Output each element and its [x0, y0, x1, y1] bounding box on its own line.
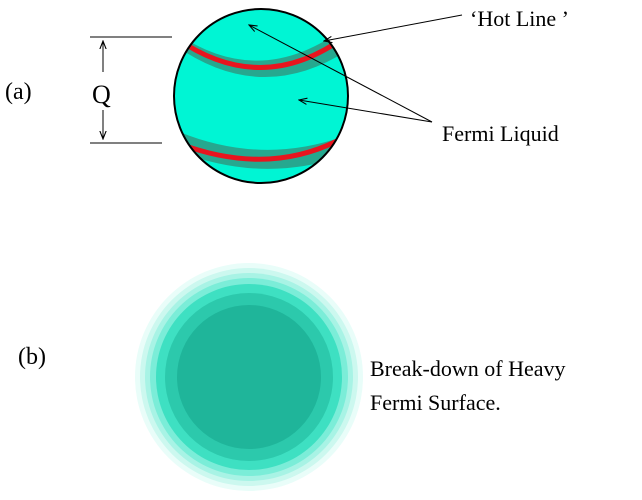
hot-line-upper	[174, 33, 348, 70]
panel-b-label: (b)	[18, 344, 46, 370]
panel-b: (b) Break-down of Heavy Fermi Surface.	[18, 263, 566, 491]
upper-band-shadow	[176, 25, 348, 78]
lower-band-shadow	[174, 127, 348, 169]
fermi-liquid-label: Fermi Liquid	[442, 121, 559, 146]
q-dimension-marker: Q	[90, 36, 172, 144]
breakdown-caption-line1: Break-down of Heavy	[370, 356, 566, 381]
sphere-outline	[173, 8, 349, 184]
q-label: Q	[92, 80, 111, 109]
fermi-sphere	[173, 8, 349, 184]
hot-line-label: ‘Hot Line ’	[470, 6, 569, 31]
panel-a-label: (a)	[5, 79, 32, 105]
breakdown-caption-line2: Fermi Surface.	[370, 390, 501, 415]
fermi-liquid-pointer-top	[249, 25, 433, 123]
heavy-fermi-surface-disc	[135, 263, 363, 491]
core-disc	[177, 305, 321, 449]
fermi-liquid-pointer-mid	[299, 100, 433, 123]
hot-line-pointer	[324, 14, 463, 41]
panel-a: (a) Q ‘Hot Line ’ Fermi Liquid	[5, 6, 569, 184]
